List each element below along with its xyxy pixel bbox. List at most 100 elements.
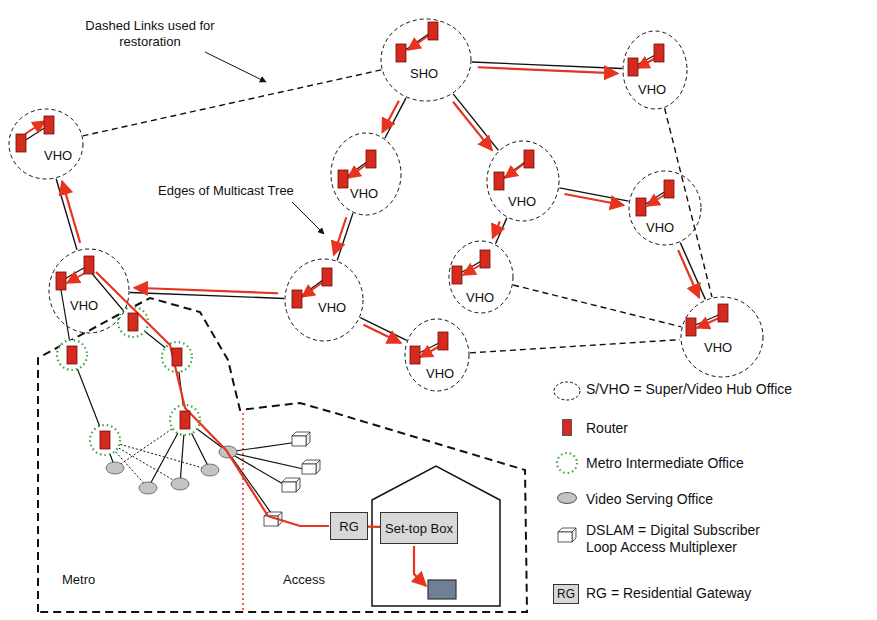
network-link [493, 218, 507, 244]
legend-text: DSLAM = Digital Subscriber Loop Access M… [586, 522, 786, 556]
tv-screen [428, 580, 456, 599]
network-link [513, 285, 681, 327]
legend-rg-sample: RG [553, 584, 579, 604]
network-link [472, 62, 622, 73]
office-ellipse: VHO [48, 248, 130, 334]
legend-text: Metro Intermediate Office [586, 455, 744, 472]
router-links [21, 31, 723, 355]
office-ellipse: VHO [8, 108, 84, 180]
network-link [453, 94, 498, 150]
office-outline [622, 30, 688, 110]
office-outline [486, 140, 560, 222]
network-link [368, 526, 380, 527]
office-outline-shape [623, 31, 687, 109]
office-link [680, 243, 705, 300]
legend-text: S/VHO = Super/Video Hub Office [586, 381, 792, 398]
office-name: VHO [646, 220, 674, 235]
multicast-tree-edge [564, 194, 623, 205]
network-link [334, 213, 353, 260]
legend-text: Video Serving Office [586, 491, 713, 508]
legend-metro-sample [557, 453, 577, 473]
office-outline-shape [681, 297, 763, 377]
office-outline-shape [285, 259, 363, 341]
legend-swatch [562, 419, 572, 436]
metro-links [61, 270, 308, 520]
office-link [453, 94, 498, 150]
restoration-link [83, 70, 381, 136]
office-outline [330, 132, 402, 216]
network-link [382, 98, 406, 138]
legend-text: RG = Residential Gateway [586, 585, 751, 602]
multicast-tree-edge [62, 181, 80, 243]
office-name: VHO [704, 340, 732, 355]
callout-text: Edges of Multicast Tree [158, 183, 294, 199]
office-ellipse: VHO [284, 258, 364, 342]
legend-swatch [557, 492, 577, 504]
office-ellipse: VHO [622, 30, 688, 110]
multicast-tree-edge [493, 221, 500, 238]
office-name: VHO [466, 290, 494, 305]
multicast-tree-edge [363, 325, 400, 343]
network-link [665, 108, 712, 297]
office-outline-shape [449, 241, 513, 313]
network-link [678, 243, 705, 300]
dslam-symbol [264, 432, 320, 526]
office-name: VHO [508, 194, 536, 209]
office-outline-shape [381, 19, 471, 101]
callout-text: Dashed Links used for restoration [84, 18, 216, 50]
equipment-box: Set-top Box [380, 512, 458, 544]
office-ellipse: VHO [404, 318, 470, 392]
restoration-link [470, 340, 680, 353]
office-outline-shape [49, 249, 129, 333]
internal-tree-arrows [25, 36, 719, 357]
office-ellipse: VHO [486, 140, 560, 222]
office-link [496, 218, 507, 244]
office-name: VHO [638, 82, 666, 97]
office-outline-shape [9, 109, 83, 179]
office-link [360, 318, 406, 341]
region-name: Metro [62, 572, 95, 588]
office-link [56, 179, 77, 250]
office-ellipse: VHO [628, 170, 702, 246]
office-ellipse: SHO [380, 18, 472, 102]
metro-access-region [38, 298, 527, 612]
region-name: Access [283, 572, 325, 588]
multicast-tree-edge [382, 101, 399, 133]
box-label: Set-top Box [385, 521, 453, 536]
network-link [130, 288, 284, 299]
house-outline [372, 466, 500, 606]
box-label: RG [339, 519, 359, 534]
office-link [385, 98, 406, 138]
office-outline [380, 18, 472, 102]
office-outline-shape [629, 171, 701, 245]
office-name: SHO [410, 66, 438, 81]
office-outline [8, 108, 84, 180]
office-name: VHO [426, 366, 454, 381]
leader-arrow [205, 52, 266, 82]
office-outline-shape [405, 319, 469, 391]
network-link [83, 70, 381, 136]
metro-access-divider [242, 413, 244, 612]
legend-dslam-sample [558, 528, 576, 542]
office-name: VHO [44, 148, 72, 163]
leader-arrow [292, 202, 324, 234]
equipment-box: RG [330, 512, 368, 540]
legend-text: Router [586, 420, 628, 437]
office-name: VHO [318, 300, 346, 315]
legend-sample-text: RG [557, 587, 575, 601]
network-link [470, 340, 680, 353]
office-outline [680, 296, 764, 378]
restoration-link [665, 108, 712, 297]
legend-office-sample [554, 382, 580, 400]
network-link [56, 179, 80, 250]
office-outline [48, 248, 130, 334]
multicast-tree-edge [134, 288, 278, 294]
office-ellipse: VHO [330, 132, 402, 216]
multicast-tv-path [414, 546, 426, 586]
office-ellipse: VHO [448, 240, 514, 314]
multicast-tree-edge [478, 67, 618, 73]
multicast-tree-edge [678, 250, 699, 298]
network-link [360, 318, 406, 343]
multicast-tree-edge [334, 217, 347, 255]
restoration-link [513, 285, 681, 327]
